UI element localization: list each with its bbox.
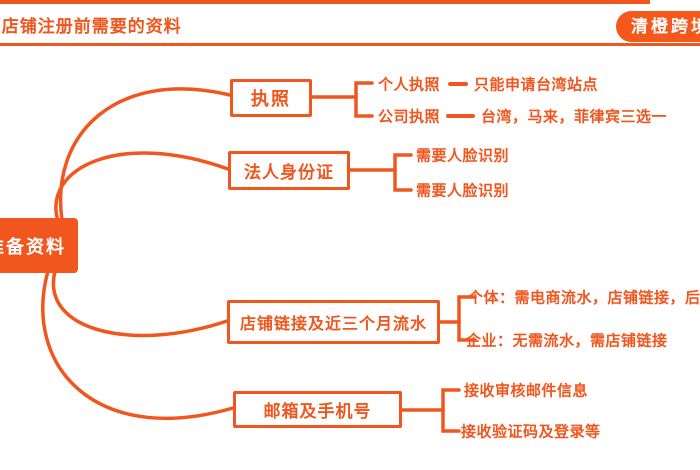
subtopic-face-recognition-2[interactable]: 需要人脸识别 [416,182,510,200]
subtopic-enterprise-requirements[interactable]: 企业：无需流水，需店铺链接 [466,332,668,350]
curve-root-to-idcard [54,151,230,223]
curve-root-to-shoplink [51,269,229,338]
bracket-shoplink [457,295,477,342]
subtopic-company-license[interactable]: 公司执照 [378,108,441,126]
subtopic-receive-audit-email[interactable]: 接收审核邮件信息 [464,382,589,400]
subtopic-receive-verification-code[interactable]: 接收验证码及登录等 [461,423,601,441]
page-title: .店铺注册前需要的资料 [0,17,182,36]
topic-license[interactable]: 执照 [230,79,312,117]
note-personal-license[interactable]: 只能申请台湾站点 [474,76,599,94]
topic-email-phone[interactable]: 邮箱及手机号 [233,391,402,428]
subtopic-individual-requirements[interactable]: 个体：需电商流水，店铺链接，后台 [468,289,700,307]
note-company-license[interactable]: 台湾，马来，菲律宾三选一 [481,108,668,126]
topic-shop-link-turnover[interactable]: 店铺链接及近三个月流水 [227,300,440,344]
brand-badge: 清橙跨境 [616,11,700,42]
bracket-license [354,81,374,118]
subtopic-personal-license[interactable]: 个人执照 [378,76,441,94]
root-topic-prepare-materials[interactable]: 准备资料 [0,218,78,273]
title-underline [0,43,700,46]
curve-root-to-contact [41,269,235,420]
subtopic-face-recognition-1[interactable]: 需要人脸识别 [416,147,510,165]
top-border-strip [0,0,650,4]
bracket-idcard [393,153,413,192]
topic-legal-id-card[interactable]: 法人身份证 [228,151,350,190]
bracket-contact [441,388,461,433]
